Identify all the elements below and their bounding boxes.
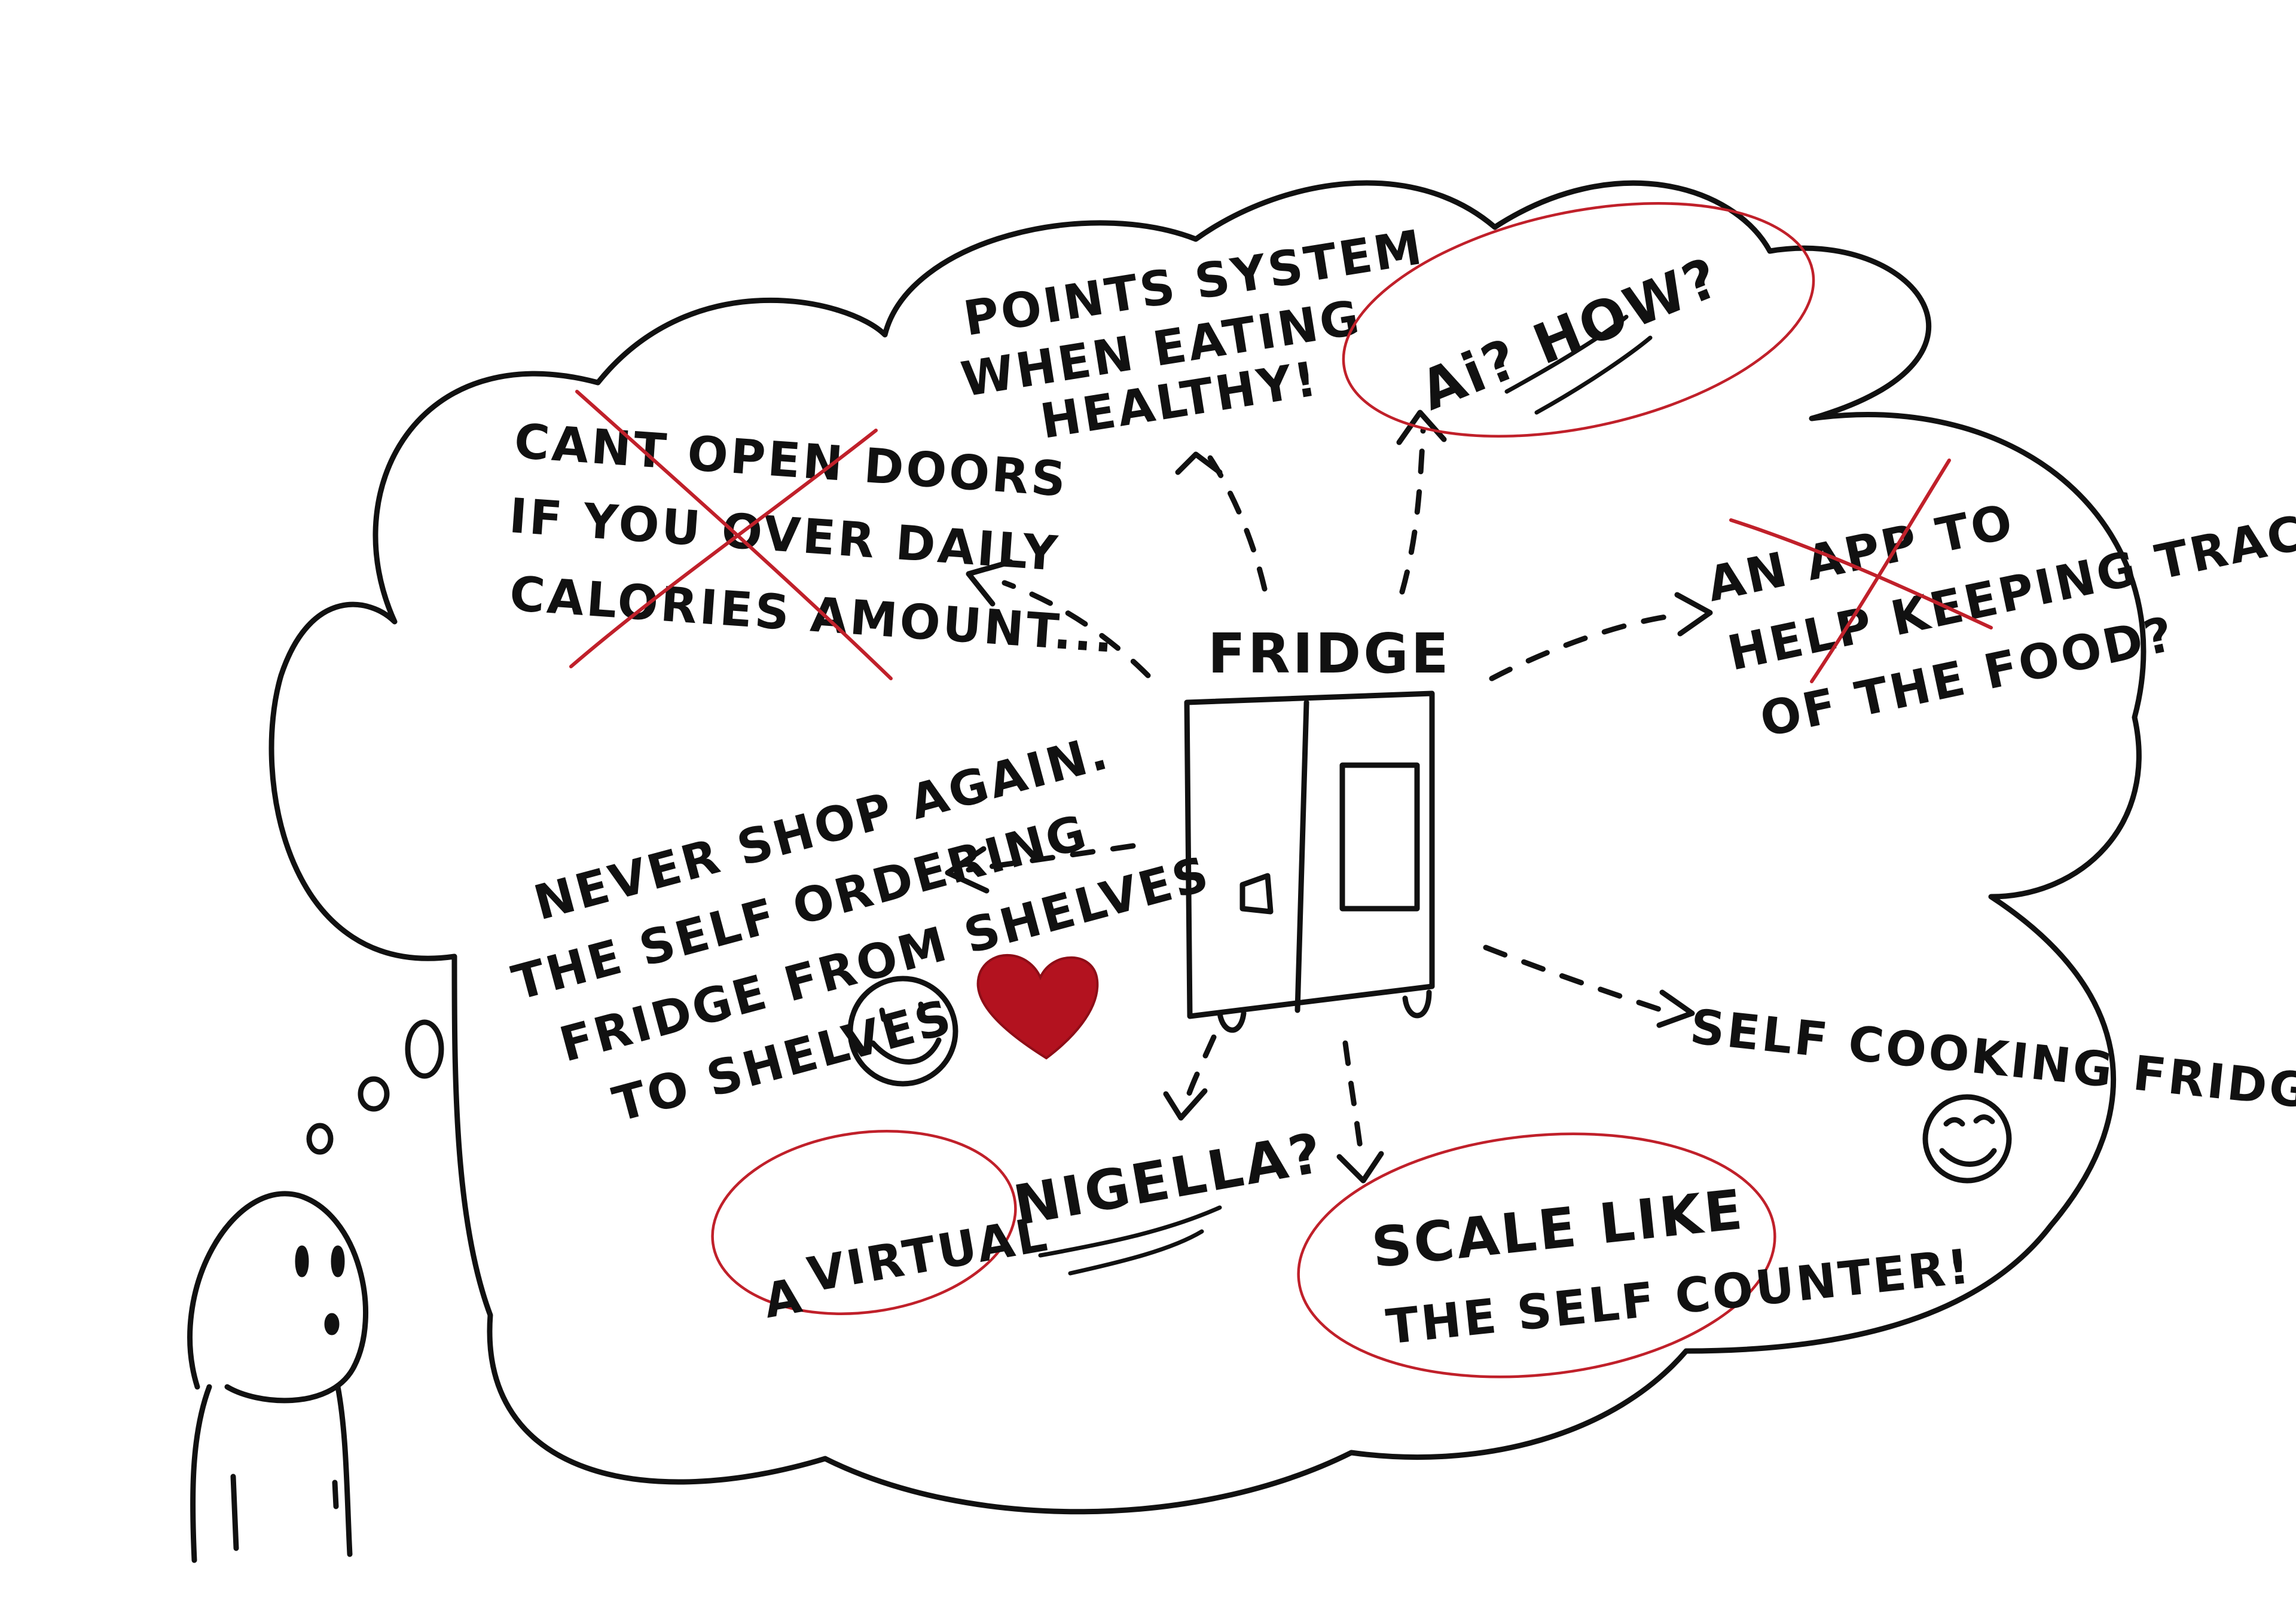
connector-app xyxy=(1489,613,1677,681)
bubble-trail xyxy=(405,1019,444,1079)
thinking-person-icon xyxy=(187,1191,369,1563)
arrowhead-nigella xyxy=(1163,1088,1208,1121)
fridge-icon[interactable] xyxy=(1184,690,1435,1033)
idea-nigella: A VIRTUAL NIGELLA? xyxy=(711,1121,1329,1329)
cross-out-doors xyxy=(569,429,878,668)
arrowhead-doors xyxy=(966,559,1013,607)
idea-ai: Ai? HOW? xyxy=(1342,202,1815,438)
svg-text:VIRTUAL: VIRTUAL xyxy=(804,1206,1054,1303)
connector-cooking xyxy=(1483,945,1665,1013)
wink-smiley-icon xyxy=(1922,1094,2012,1184)
arrowhead-shop xyxy=(945,846,990,894)
connector-nigella xyxy=(1184,1034,1217,1103)
idea-points: POINTS SYSTEM WHEN EATING HEALTHY! xyxy=(957,219,1427,449)
svg-text:Ai? HOW?: Ai? HOW? xyxy=(1412,245,1730,423)
connector-ai xyxy=(1399,427,1426,595)
connector-points xyxy=(1205,451,1268,592)
arrowhead-points xyxy=(1175,451,1223,475)
svg-text:CALORIES AMOUNT...: CALORIES AMOUNT... xyxy=(508,566,1117,664)
svg-text:NIGELLA?: NIGELLA? xyxy=(1009,1121,1329,1238)
smiley-icon xyxy=(847,976,958,1087)
heart-icon xyxy=(976,953,1099,1060)
arrowhead-app xyxy=(1674,592,1713,637)
idea-app: AN APP TO HELP KEEPING TRACK OF THE FOOD… xyxy=(1702,493,2296,748)
idea-scale: SCALE LIKE THE SELF COUNTER! xyxy=(1297,1132,1974,1379)
thought-bubble-icon xyxy=(268,180,2147,1515)
svg-text:A: A xyxy=(759,1267,808,1329)
connector-shop xyxy=(966,843,1136,873)
svg-text:SCALE LIKE: SCALE LIKE xyxy=(1369,1178,1747,1280)
cross-out-app xyxy=(1810,459,1951,683)
cross-out-app xyxy=(1729,518,1993,629)
bubble-trail xyxy=(306,1123,334,1155)
idea-doors: CANT OPEN DOORS IF YOU OVER DAILY CALORI… xyxy=(508,413,1118,664)
arrowhead-scale xyxy=(1336,1151,1384,1184)
connector-scale xyxy=(1342,1040,1363,1151)
idea-shop: NEVER SHOP AGAIN. THE SELF ORDERING FRID… xyxy=(506,724,1216,1133)
bubble-trail xyxy=(358,1076,390,1112)
cross-out-doors xyxy=(575,390,893,680)
center-label: FRIDGE xyxy=(1208,622,1451,686)
connector-doors xyxy=(1002,580,1151,678)
arrowhead-cooking xyxy=(1656,989,1695,1028)
